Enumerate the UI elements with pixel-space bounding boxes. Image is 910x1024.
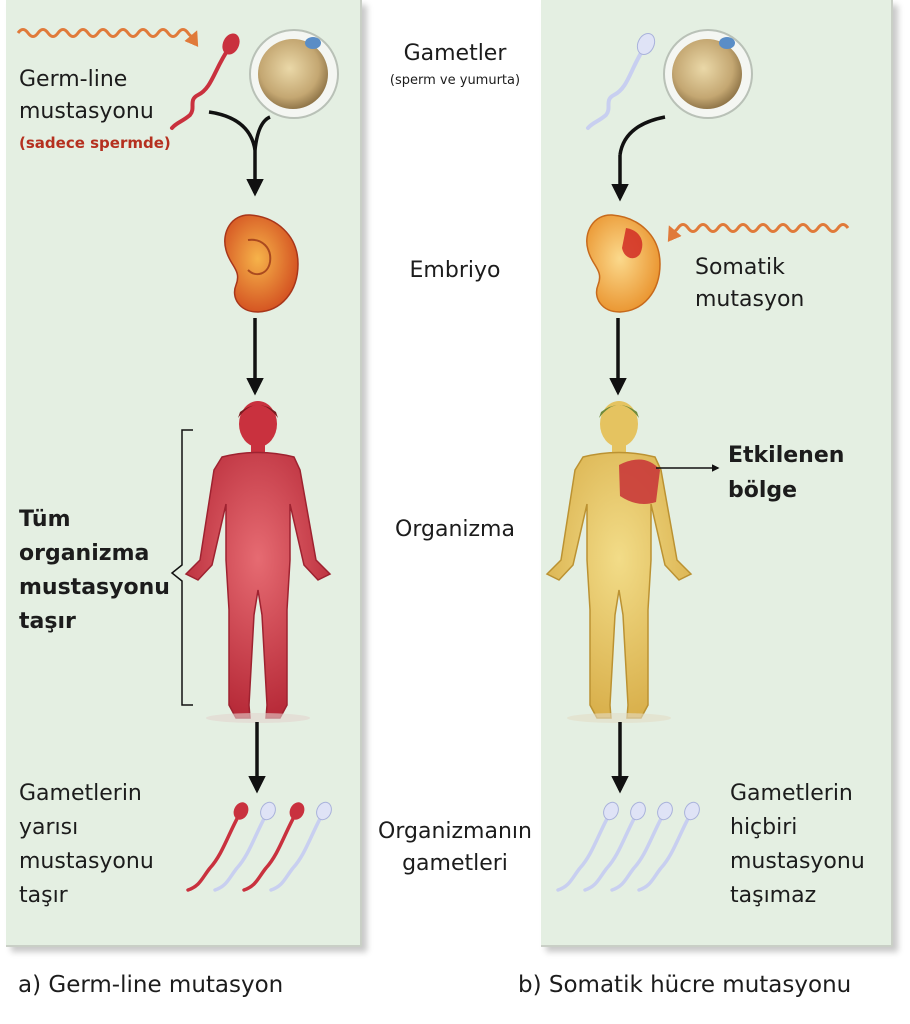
label-embryo: Embriyo — [409, 258, 501, 283]
whole-organism-line3: mustasyonu — [19, 575, 170, 600]
half-gametes-line2: yarısı — [19, 815, 79, 840]
affected-label-line2: bölge — [728, 478, 798, 503]
half-gametes-line1: Gametlerin — [19, 781, 142, 806]
affected-region — [619, 459, 660, 504]
germline-note: (sadece spermde) — [19, 134, 171, 152]
label-gametes-sub: (sperm ve yumurta) — [389, 73, 521, 88]
somatic-label-line2: mutasyon — [695, 287, 805, 312]
no-gametes-line1: Gametlerin — [730, 781, 853, 806]
affected-label-line1: Etkilenen — [728, 443, 845, 468]
label-organism: Organizma — [395, 517, 515, 542]
mutation-wave-right — [667, 223, 850, 242]
normal-sperm-right — [586, 32, 656, 130]
organism-bracket — [170, 429, 193, 706]
label-gametes: Gametler — [403, 41, 507, 66]
mutated-sperm-left — [170, 33, 240, 130]
germline-label-line2: mustasyonu — [19, 99, 154, 124]
whole-organism-line4: taşır — [19, 609, 76, 634]
half-gametes-line4: taşır — [19, 883, 68, 908]
label-organism-gametes-line2: gametleri — [402, 851, 508, 876]
gametes-right — [556, 801, 700, 892]
egg-right — [663, 29, 753, 119]
gametes-left — [186, 801, 332, 892]
caption-germline: a) Germ-line mutasyon — [18, 972, 284, 998]
fusion-arrow-right — [611, 115, 666, 202]
no-gametes-line3: mustasyonu — [730, 849, 865, 874]
caption-somatic: b) Somatik hücre mutasyonu — [518, 972, 852, 998]
embryo-left — [224, 214, 299, 313]
germline-panel — [6, 0, 362, 947]
no-gametes-line4: taşımaz — [730, 883, 817, 908]
somatic-label-line1: Somatik — [695, 255, 785, 280]
red-human-figure — [184, 401, 332, 723]
egg-left — [249, 29, 339, 119]
mutation-wave-left — [16, 28, 199, 47]
embryo-right — [586, 214, 661, 313]
germline-label-line1: Germ-line — [19, 67, 128, 92]
half-gametes-line3: mustasyonu — [19, 849, 154, 874]
whole-organism-line1: Tüm — [19, 507, 71, 532]
whole-organism-line2: organizma — [19, 541, 150, 566]
no-gametes-line2: hiçbiri — [730, 815, 798, 840]
label-organism-gametes-line1: Organizmanın — [378, 819, 532, 844]
yellow-human-figure — [545, 401, 693, 723]
fusion-arrow-left — [208, 110, 271, 197]
